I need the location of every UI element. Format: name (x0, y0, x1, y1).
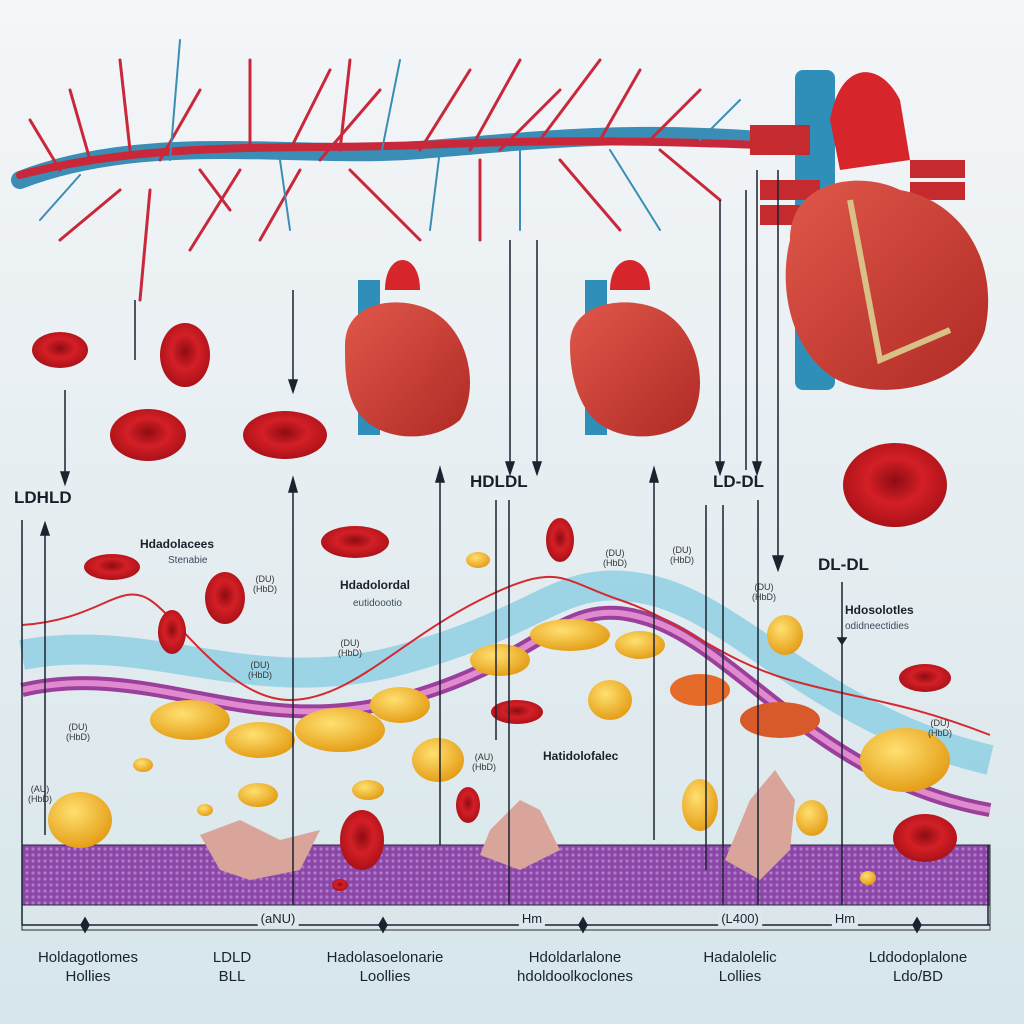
small-tag: (DU) (HbD) (670, 545, 694, 565)
small-tag: (DU) (HbD) (603, 548, 627, 568)
small-tag: (DU) (HbD) (253, 574, 277, 594)
bottom-label-line1: Hadolasoelonarie (326, 949, 444, 966)
small-tag: (AU) (HbD) (28, 784, 52, 804)
annotation-title: Hdadolacees (140, 537, 215, 551)
large-heart (750, 70, 989, 390)
annotation-title: Hdadolordal (340, 578, 411, 592)
axis-mark: (aNU) (257, 911, 299, 926)
annotation-title: Hdosolotles (845, 603, 914, 617)
bottom-label: LDLD BLL (213, 948, 251, 986)
bottom-label-line1: Hadalolelic (703, 949, 777, 966)
annotation-title: Hatidolofalec (543, 749, 619, 763)
small-tag: (DU) (HbD) (66, 722, 90, 742)
bottom-label: Hdoldarlalone hdoldoolkoclones (517, 948, 633, 986)
annotation-subtitle: Stenabie (168, 555, 208, 566)
bottom-label-line2: BLL (218, 968, 246, 985)
bottom-label-line2: Hollies (65, 968, 111, 985)
small-tag: (DU) (HbD) (928, 718, 952, 738)
label-dl-dl: DL-DL (818, 555, 869, 574)
annotation-subtitle: odidneectidies (845, 621, 909, 632)
small-tag: (DU) (HbD) (752, 582, 776, 602)
bottom-label-line1: LDLD (212, 949, 252, 966)
small-tag: (DU) (HbD) (338, 638, 362, 658)
vessel-tree (11, 39, 769, 302)
bottom-label-line1: Hdoldarlalone (528, 949, 622, 966)
heart-1 (345, 260, 470, 437)
immune-cells (200, 770, 795, 880)
axis-mark: Hm (831, 911, 859, 926)
annotation-subtitle: eutidoootio (353, 598, 402, 609)
label-ld-dl: LD-DL (713, 472, 764, 491)
bottom-label-line2: Lollies (718, 968, 762, 985)
pointer-lines (21, 170, 989, 934)
heart-2 (570, 260, 700, 437)
red-blood-cells (32, 323, 957, 891)
bottom-label-line2: Ldo/BD (892, 968, 944, 985)
small-tag: (DU) (HbD) (248, 660, 272, 680)
small-tag: (AU) (HbD) (472, 752, 496, 772)
axis-mark: (L400) (718, 911, 762, 926)
axis-mark: Hm (518, 911, 546, 926)
bottom-label-line1: Holdagotlomes (37, 949, 139, 966)
bottom-label-line1: Lddodoplalone (868, 949, 968, 966)
plaque-deposits (48, 552, 950, 885)
label-ldhld: LDHLD (14, 488, 72, 507)
bottom-label-line2: hdoldoolkoclones (517, 968, 633, 985)
bottom-label-line2: Loollies (359, 968, 411, 985)
label-hdldl: HDLDL (470, 472, 528, 491)
